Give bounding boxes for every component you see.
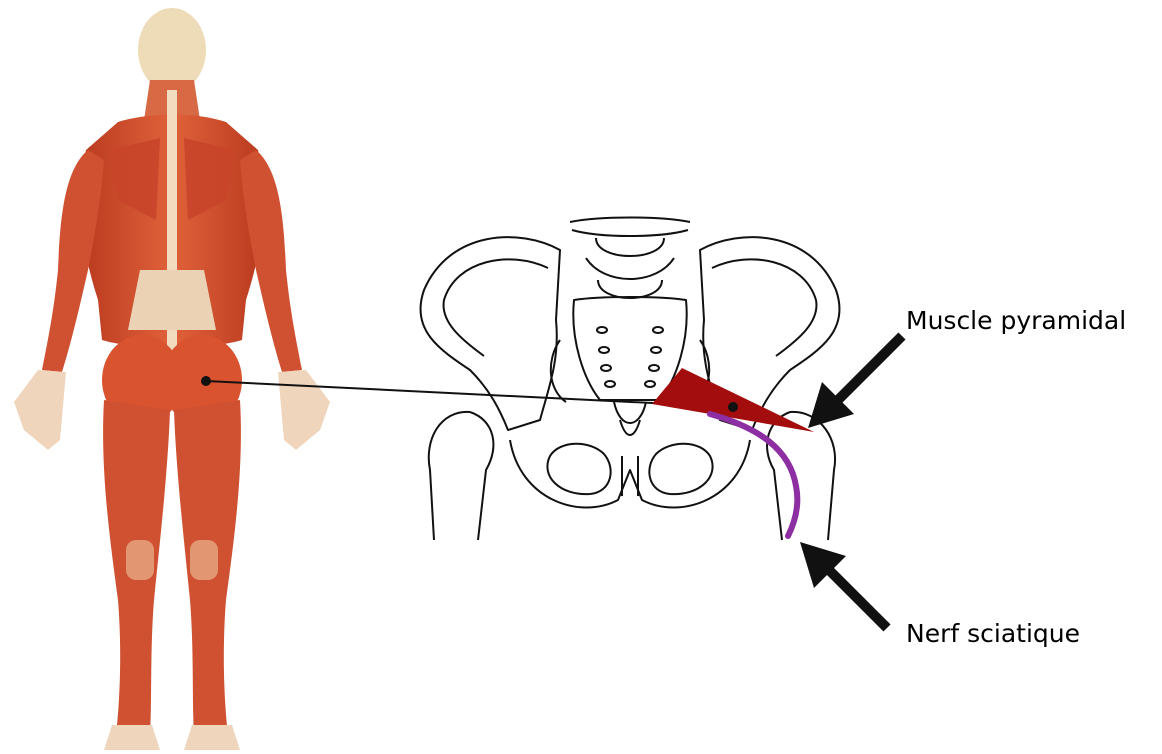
pointer-arrows bbox=[800, 336, 902, 628]
vertebra-top bbox=[570, 218, 690, 237]
connector-dot-muscle bbox=[728, 402, 738, 412]
human-body-figure bbox=[14, 8, 330, 750]
right-ilium-inner bbox=[712, 259, 816, 356]
pelvis-drawing bbox=[420, 218, 839, 541]
vertebra-body bbox=[586, 238, 674, 279]
right-hand bbox=[278, 370, 330, 450]
pubis bbox=[510, 440, 750, 508]
foramen bbox=[649, 365, 659, 371]
sciatic-nerve bbox=[710, 414, 797, 536]
left-ilium-inner bbox=[444, 259, 548, 356]
foramen bbox=[599, 347, 609, 353]
coccyx bbox=[614, 402, 646, 435]
right-knee bbox=[190, 540, 218, 580]
pubic-symphysis bbox=[622, 456, 638, 496]
foramen bbox=[645, 381, 655, 387]
left-obturator bbox=[547, 444, 610, 494]
foramen bbox=[651, 347, 661, 353]
vertebra-mid bbox=[598, 280, 662, 298]
connector-dot-body bbox=[201, 376, 211, 386]
foramen bbox=[597, 327, 607, 333]
foramen bbox=[605, 381, 615, 387]
muscle-arrow-shaft bbox=[835, 336, 902, 403]
lumbar-fascia bbox=[128, 270, 216, 330]
left-femur bbox=[429, 412, 494, 540]
left-knee bbox=[126, 540, 154, 580]
head bbox=[138, 8, 206, 92]
sciatic-nerve-label: Nerf sciatique bbox=[906, 619, 1080, 648]
muscle-pyramidal-label: Muscle pyramidal bbox=[906, 306, 1126, 335]
left-hand bbox=[14, 370, 66, 450]
left-ilium bbox=[420, 237, 560, 430]
foramen bbox=[601, 365, 611, 371]
left-foot bbox=[104, 725, 160, 750]
right-foot bbox=[184, 725, 240, 750]
foramen bbox=[653, 327, 663, 333]
right-obturator bbox=[649, 444, 712, 494]
nerve-arrow-shaft bbox=[826, 567, 887, 628]
right-femur bbox=[767, 412, 835, 540]
